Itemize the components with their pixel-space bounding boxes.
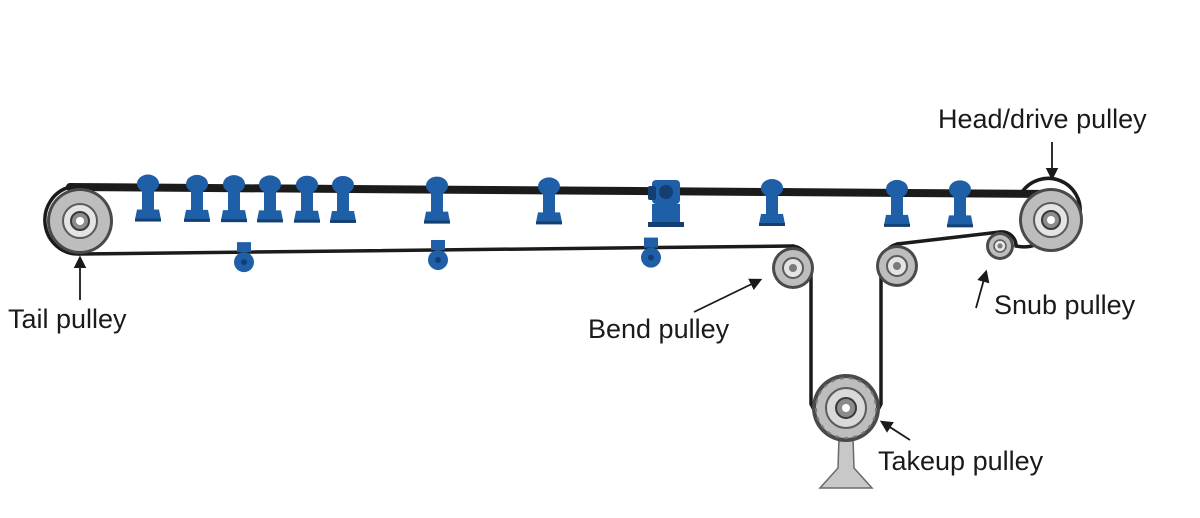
takeup-pulley — [812, 374, 880, 489]
carrying-idler-icon — [759, 179, 785, 227]
carrying-idler-icon — [424, 176, 450, 224]
carrying-idler-icon — [536, 177, 562, 225]
drive-motor-icon — [648, 180, 684, 227]
head-drive-pulley-label: Head/drive pulley — [938, 104, 1147, 134]
carrying-idler-icon — [330, 175, 356, 223]
belt-tail-wrap — [43, 185, 81, 256]
arrow-icon — [879, 420, 911, 441]
return-idlers — [234, 237, 661, 273]
belt-to-snub — [895, 230, 1002, 246]
carrying-idlers — [135, 174, 973, 228]
bend-pulley-left — [772, 247, 814, 289]
carrying-idler-icon — [884, 179, 910, 227]
carrying-idler-icon — [221, 175, 247, 223]
snub-pulley — [986, 232, 1014, 260]
tail-pulley — [47, 188, 113, 254]
tail-pulley-label: Tail pulley — [8, 304, 127, 334]
head-drive-pulley — [1019, 188, 1083, 252]
return-idler-icon — [234, 242, 254, 273]
bend-pulley-label: Bend pulley — [588, 314, 730, 344]
return-idler-icon — [641, 237, 661, 268]
takeup-pulley-label: Takeup pulley — [878, 446, 1044, 476]
arrow-icon — [693, 278, 763, 313]
pointer-arrows — [73, 142, 1059, 441]
snub-pulley-label: Snub pulley — [994, 290, 1136, 320]
carrying-idler-icon — [294, 175, 320, 223]
carrying-idler-icon — [257, 175, 283, 223]
carrying-idler-icon — [135, 174, 161, 222]
carrying-idler-icon — [947, 180, 973, 228]
belt-head-wrap — [1020, 176, 1082, 216]
carrying-idler-icon — [184, 174, 210, 222]
return-idler-icon — [428, 239, 448, 270]
arrow-icon — [975, 269, 990, 309]
bend-pulley-right — [876, 245, 918, 287]
belt-return-side — [77, 244, 795, 256]
